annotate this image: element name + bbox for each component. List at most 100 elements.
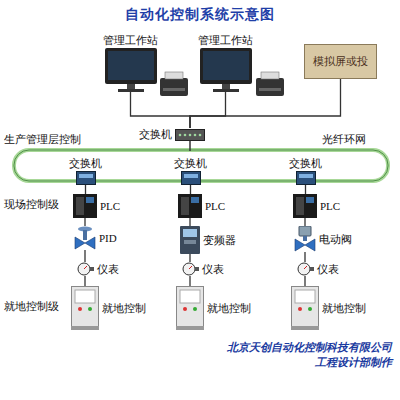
gauge-needle: [84, 266, 87, 269]
device-node: 电动阀: [294, 226, 352, 252]
gauge-needle: [189, 266, 192, 269]
device-icon: [296, 171, 316, 185]
plc-module: [296, 197, 304, 215]
switch-panel: [79, 174, 93, 178]
monitor-base: [118, 89, 144, 92]
level-label: 生产管理层控制: [4, 133, 81, 146]
gauge-dial: [298, 263, 310, 275]
indicator-lamp: [183, 307, 187, 311]
device-label: 仪表: [317, 263, 339, 276]
switch-port: [189, 133, 192, 136]
device-node: 仪表: [76, 262, 119, 276]
level-label: 光纤环网: [322, 133, 366, 146]
device-icon: [71, 286, 99, 330]
switch-box: [296, 172, 315, 185]
gauge-mount: [90, 267, 94, 271]
device-icon: [74, 226, 96, 250]
valve-body: [295, 239, 315, 251]
device-label: 变频器: [203, 234, 236, 247]
cabinet-body: [72, 287, 99, 330]
device-label: 就地控制: [322, 302, 366, 315]
cabinet-window: [75, 290, 95, 303]
device-label: 管理工作站: [103, 34, 158, 47]
switch-port: [194, 133, 197, 136]
device-node: PLC: [73, 194, 120, 218]
device-icon: [294, 226, 316, 252]
switch-port: [199, 133, 202, 136]
device-node: 就地控制: [176, 286, 251, 330]
device-label: 交换机: [69, 157, 102, 170]
device-icon: [175, 129, 205, 141]
device-node: PID: [74, 226, 117, 250]
device-icon: [181, 262, 199, 276]
cabinet-body: [177, 287, 204, 330]
network-cable: [305, 185, 306, 194]
monitor-neck: [127, 84, 135, 89]
device-label: 仪表: [202, 263, 224, 276]
vfd-keys: [184, 240, 196, 244]
cabinet-window: [180, 290, 200, 303]
fiber-ring: [14, 150, 388, 181]
network-cable: [304, 276, 305, 286]
printer-slot: [163, 88, 185, 91]
device-icon: [296, 262, 314, 276]
printer-paper: [165, 72, 183, 79]
switch-port: [179, 133, 182, 136]
printer-body: [160, 78, 188, 96]
switch-uplink: [189, 141, 191, 151]
valve-body: [75, 237, 95, 249]
device-node: 交换机: [174, 157, 207, 185]
network-cable: [189, 218, 190, 226]
network-cable: [84, 276, 85, 286]
level-label: 就地控制级: [4, 300, 59, 313]
device-icon: [180, 226, 200, 254]
device-icon: [76, 171, 96, 185]
device-label: PLC: [205, 200, 225, 213]
device-label: 电动阀: [319, 233, 352, 246]
gauge-mount: [195, 267, 199, 271]
device-node: 交换机: [69, 157, 102, 185]
gauge-needle: [304, 266, 307, 269]
cabinet-plinth: [176, 326, 204, 330]
indicator-lamp: [78, 307, 82, 311]
network-cable: [189, 254, 190, 262]
network-cable: [190, 79, 341, 128]
switch-box: [176, 129, 205, 140]
gauge-dial: [78, 263, 90, 275]
network-cable: [304, 252, 305, 262]
switch-box: [76, 172, 95, 185]
plc-display: [191, 197, 199, 203]
monitor-frame: [105, 48, 157, 84]
device-node: 仪表: [181, 262, 224, 276]
network-cable: [131, 92, 191, 128]
monitor-frame: [200, 48, 252, 84]
device-icon: [105, 48, 157, 92]
device-icon: [176, 286, 204, 330]
device-node: 就地控制: [71, 286, 146, 330]
switch-box: [181, 172, 200, 185]
cabinet-plinth: [291, 326, 319, 330]
plc-display: [306, 197, 314, 203]
device-label: 模拟屏或投: [313, 55, 368, 68]
plc-module: [181, 197, 189, 215]
monitor-screen: [203, 51, 249, 80]
device-icon: [178, 194, 202, 218]
printer-paper: [261, 72, 279, 79]
actuator: [299, 226, 311, 236]
gauge-dial: [183, 263, 195, 275]
indicator-lamp: [193, 307, 197, 311]
printer: [256, 72, 284, 96]
device-node: 交换机: [139, 128, 205, 141]
indicator-lamp: [88, 307, 92, 311]
plc-case: [293, 194, 317, 218]
network-cable: [304, 218, 305, 226]
device-node: 变频器: [180, 226, 236, 254]
device-node: PLC: [178, 194, 225, 218]
device-node: PLC: [293, 194, 340, 218]
device-icon: [181, 171, 201, 185]
valve-stem: [83, 230, 87, 240]
network-cable: [190, 185, 191, 194]
valve-stem: [303, 236, 307, 241]
device-node: 管理工作站: [198, 34, 253, 92]
device-icon: [76, 262, 94, 276]
